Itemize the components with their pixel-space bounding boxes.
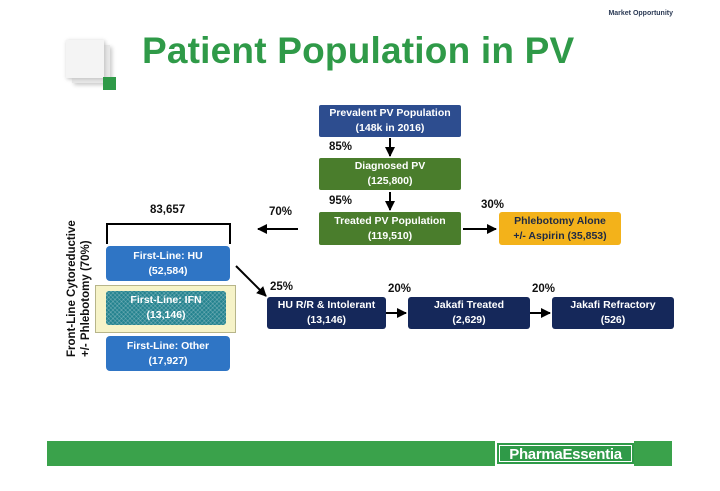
treated-pv-label: Treated PV Population bbox=[334, 214, 446, 227]
slide-logo-square-front bbox=[66, 40, 104, 78]
pct-phlebotomy: 30% bbox=[481, 199, 505, 211]
prevalent-pv-label: Prevalent PV Population bbox=[329, 107, 451, 119]
first-line-other-value: (17,927) bbox=[148, 354, 188, 367]
jakafi-refractory-label: Jakafi Refractory bbox=[570, 299, 656, 311]
diagnosed-pv-box: Diagnosed PV (125,800) bbox=[319, 158, 461, 190]
jakafi-treated-box: Jakafi Treated (2,629) bbox=[408, 297, 530, 329]
arrow-hu-to-hurr bbox=[235, 265, 267, 297]
frontline-bracket bbox=[106, 223, 231, 244]
frontline-vertical-label-line1: Front-Line Cytoreductive bbox=[66, 220, 78, 357]
phlebotomy-value: +/- Aspirin (35,853) bbox=[513, 229, 607, 242]
phlebotomy-box: Phlebotomy Alone +/- Aspirin (35,853) bbox=[499, 212, 621, 245]
first-line-hu-box: First-Line: HU (52,584) bbox=[106, 246, 230, 281]
prevalent-pv-value: (148k in 2016) bbox=[355, 122, 425, 134]
treated-pv-value: (119,510) bbox=[367, 229, 413, 242]
pct-diagnosed: 85% bbox=[329, 141, 353, 153]
first-line-ifn-value: (13,146) bbox=[146, 309, 186, 321]
slide-logo-square-accent bbox=[103, 77, 116, 90]
first-line-ifn-box: First-Line: IFN (13,146) bbox=[106, 291, 226, 325]
frontline-vertical-label-line2: +/- Phlebotomy (70%) bbox=[80, 240, 92, 357]
hu-rr-box: HU R/R & Intolerant (13,146) bbox=[267, 297, 386, 329]
pct-jakafi-refractory: 20% bbox=[532, 283, 556, 295]
footer-bar bbox=[47, 441, 495, 466]
phlebotomy-label: Phlebotomy Alone bbox=[514, 214, 606, 227]
first-line-hu-value: (52,584) bbox=[148, 264, 188, 277]
first-line-ifn-label: First-Line: IFN bbox=[130, 294, 202, 306]
frontline-vertical-label: Front-Line Cytoreductive +/- Phlebotomy … bbox=[65, 220, 95, 357]
hu-rr-label: HU R/R & Intolerant bbox=[277, 299, 376, 311]
diagnosed-pv-label: Diagnosed PV bbox=[354, 160, 426, 172]
pct-hu-rr: 25% bbox=[270, 281, 294, 293]
diagnosed-pv-value: (125,800) bbox=[367, 175, 413, 187]
pct-frontline: 70% bbox=[269, 206, 293, 218]
footer-bar-right bbox=[634, 441, 672, 466]
bracket-total: 83,657 bbox=[150, 204, 186, 216]
jakafi-refractory-box: Jakafi Refractory (526) bbox=[552, 297, 674, 329]
first-line-other-box: First-Line: Other (17,927) bbox=[106, 336, 230, 371]
jakafi-treated-label: Jakafi Treated bbox=[433, 299, 505, 311]
prevalent-pv-box: Prevalent PV Population (148k in 2016) bbox=[319, 105, 461, 137]
footer-brand-logo: PharmaEssentia bbox=[497, 443, 634, 464]
hu-rr-value: (13,146) bbox=[306, 314, 347, 326]
page-title: Patient Population in PV bbox=[142, 30, 575, 71]
jakafi-refractory-value: (526) bbox=[600, 314, 626, 326]
first-line-other-label: First-Line: Other bbox=[126, 339, 210, 352]
first-line-hu-label: First-Line: HU bbox=[133, 249, 203, 262]
treated-pv-box: Treated PV Population (119,510) bbox=[319, 212, 461, 245]
pct-treated: 95% bbox=[329, 195, 353, 207]
section-tag: Market Opportunity bbox=[608, 10, 673, 17]
pct-jakafi-treated: 20% bbox=[388, 283, 412, 295]
jakafi-treated-value: (2,629) bbox=[452, 314, 486, 326]
